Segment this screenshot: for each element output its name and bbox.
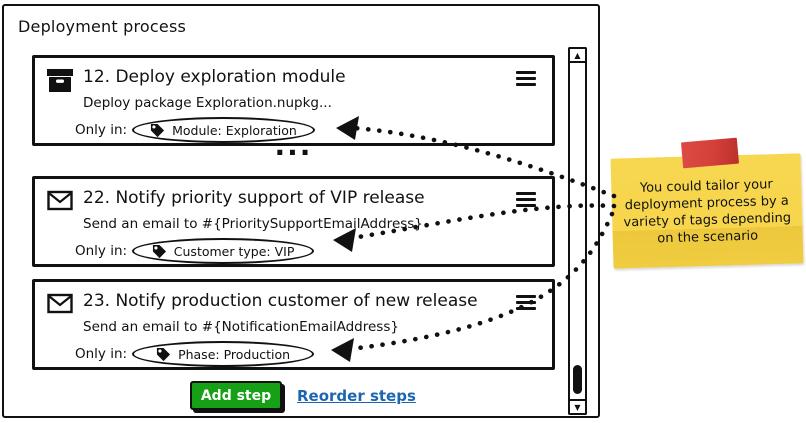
tag-icon [157, 347, 171, 361]
tag-label: Phase: Production [178, 346, 291, 362]
scroll-down-button[interactable]: ▼ [568, 399, 587, 415]
tag-icon [151, 123, 165, 137]
tag-label: Customer type: VIP [173, 243, 295, 259]
page-title: Deployment process [18, 17, 187, 36]
step-scope-row: Only in: Phase: Production [75, 341, 315, 367]
more-steps-indicator: ... [274, 129, 313, 162]
only-in-label: Only in: [75, 346, 128, 362]
step-menu-icon[interactable] [516, 295, 536, 314]
step-card-notify-priority-support[interactable]: 22. Notify priority support of VIP relea… [32, 176, 555, 267]
step-card-deploy-module[interactable]: 12. Deploy exploration module Deploy pac… [32, 55, 555, 146]
step-title: 22. Notify priority support of VIP relea… [83, 188, 425, 208]
step-scope-row: Only in: Customer type: VIP [75, 238, 315, 264]
sticky-note-text: You could tailor your deployment process… [623, 177, 792, 247]
tag-pill-module-exploration[interactable]: Module: Exploration [132, 117, 315, 143]
step-title: 23. Notify production customer of new re… [83, 291, 478, 311]
tag-pill-customer-type-vip[interactable]: Customer type: VIP [132, 238, 315, 264]
scrollbar-thumb[interactable] [573, 365, 582, 394]
step-card-notify-production-customer[interactable]: 23. Notify production customer of new re… [32, 279, 555, 370]
tag-label: Module: Exploration [172, 122, 297, 138]
package-icon [47, 69, 73, 93]
step-description: Send an email to #{NotificationEmailAddr… [83, 319, 399, 335]
scrollbar-track[interactable]: ▲ ▼ [568, 47, 587, 415]
scroll-up-button[interactable]: ▲ [568, 47, 587, 63]
step-description: Send an email to #{PrioritySupportEmailA… [83, 216, 423, 232]
reorder-steps-link[interactable]: Reorder steps [297, 387, 416, 405]
step-scope-row: Only in: Module: Exploration [75, 117, 315, 143]
triangle-up-icon: ▲ [574, 51, 581, 60]
step-menu-icon[interactable] [516, 71, 536, 90]
add-step-button[interactable]: Add step [190, 381, 282, 410]
step-menu-icon[interactable] [516, 192, 536, 211]
only-in-label: Only in: [75, 243, 128, 259]
tag-icon [152, 244, 166, 258]
tag-pill-phase-production[interactable]: Phase: Production [132, 341, 315, 367]
step-title: 12. Deploy exploration module [83, 67, 346, 87]
envelope-icon [47, 190, 73, 214]
envelope-icon [47, 293, 73, 317]
deployment-process-window: Deployment process 12. Deploy exploratio… [2, 4, 600, 418]
tape-icon [680, 137, 740, 169]
step-description: Deploy package Exploration.nupkg... [83, 95, 332, 111]
only-in-label: Only in: [75, 122, 128, 138]
triangle-down-icon: ▼ [574, 403, 581, 412]
annotation-sticky-note: You could tailor your deployment process… [610, 153, 804, 269]
